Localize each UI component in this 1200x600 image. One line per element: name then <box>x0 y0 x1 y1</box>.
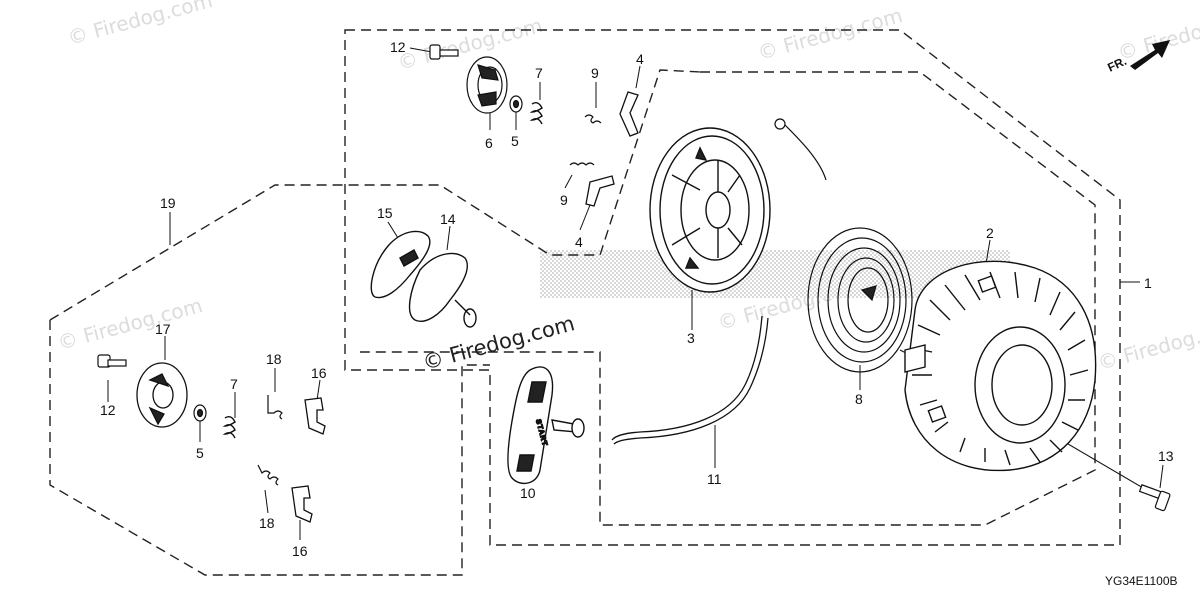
callout-label: 8 <box>855 391 863 407</box>
start-handle-part: START <box>507 366 585 485</box>
callout-label: 18 <box>266 351 282 367</box>
callout-label: 9 <box>591 65 599 81</box>
callout-label: 13 <box>1158 448 1174 464</box>
ratchet-part <box>466 56 508 114</box>
diagram-code: YG34E1100B <box>1105 574 1178 588</box>
callout-label: 14 <box>440 211 456 227</box>
callout-labels: 12 7 9 4 6 5 9 4 15 14 19 2 1 3 8 11 10 … <box>100 39 1174 559</box>
washer-part <box>193 404 207 422</box>
inner-assembly-boundary <box>360 71 1096 526</box>
callout-label: 11 <box>707 471 722 487</box>
starter-rope-part <box>611 315 769 445</box>
handle-variant-part <box>370 230 477 328</box>
callout-label: 12 <box>100 402 116 418</box>
watermark-text: © Firedog.com <box>420 311 577 375</box>
flange-bolt-part <box>429 44 459 60</box>
watermark-text: © Firedog.com <box>395 13 545 75</box>
recoil-spring-part <box>807 227 913 373</box>
pawl-part <box>291 397 326 523</box>
flange-bolt-part <box>97 354 127 368</box>
starter-cover-part <box>904 260 1097 472</box>
link-boundary <box>49 69 701 321</box>
watermark-text: © Firedog.com <box>65 0 215 50</box>
spring-part <box>529 101 543 125</box>
callout-label: 5 <box>196 445 204 461</box>
watermark-text: © Firedog.com <box>755 3 905 65</box>
callout-label: 7 <box>230 376 238 392</box>
pawl-part <box>585 91 639 207</box>
callout-label: 7 <box>535 65 543 81</box>
callout-label: 4 <box>575 234 583 250</box>
watermark-text: © Firedog.com <box>1095 313 1200 375</box>
callout-label: 17 <box>155 321 171 337</box>
callout-label: 4 <box>636 51 644 67</box>
watermark-text: © Firedog.com <box>55 293 205 355</box>
callout-label: 10 <box>520 485 536 501</box>
kit-boundary <box>49 320 490 576</box>
callout-label: 5 <box>511 133 519 149</box>
callout-label: 2 <box>986 225 994 241</box>
leader-lines <box>107 47 1164 540</box>
callout-label: 16 <box>311 365 327 381</box>
lower-ratchet-part <box>136 362 188 428</box>
washer-part <box>509 95 523 113</box>
rope-end-part <box>774 118 827 181</box>
callout-label: 16 <box>292 543 308 559</box>
reel-part <box>649 127 771 293</box>
bolt-part <box>1138 484 1171 512</box>
spring-part <box>222 415 236 439</box>
callout-label: 12 <box>390 39 406 55</box>
small-spring-part <box>569 114 602 166</box>
callout-label: 18 <box>259 515 275 531</box>
watermark-text: © Firedog.com <box>1115 3 1200 65</box>
callout-label: 3 <box>687 330 695 346</box>
outer-assembly-boundary <box>344 29 1121 546</box>
pawl-spring-part <box>257 395 283 486</box>
callout-label: 1 <box>1144 275 1152 291</box>
callout-label: 19 <box>160 195 176 211</box>
callout-label: 15 <box>377 205 393 221</box>
callout-label: 6 <box>485 135 493 151</box>
callout-label: 9 <box>560 192 568 208</box>
group-boundaries <box>49 29 1121 576</box>
